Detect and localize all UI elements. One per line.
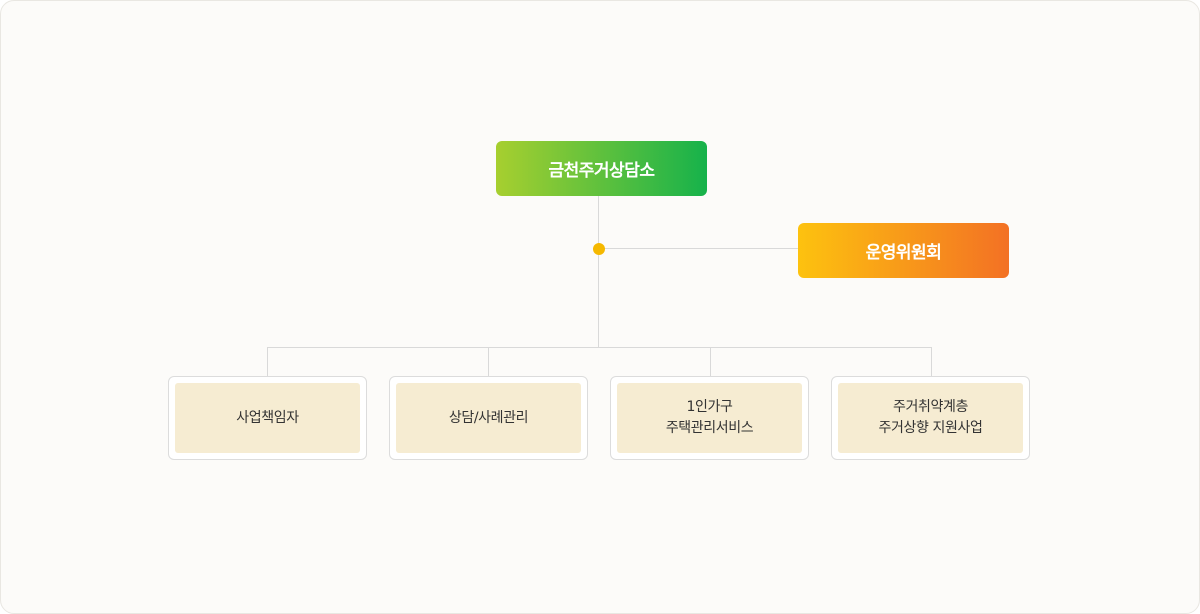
- connector-root-vertical: [598, 196, 599, 347]
- connector-departments-horizontal: [267, 347, 932, 348]
- connector-dept-2: [488, 347, 489, 376]
- department-4-label-line-1: 주거취약계층: [893, 399, 968, 415]
- department-node-2: 상담/사례관리: [389, 376, 588, 460]
- department-2-label: 상담/사례관리: [448, 409, 529, 426]
- department-3-label-line-2: 주택관리서비스: [665, 420, 754, 436]
- department-3-label-line-1: 1인가구: [686, 399, 733, 415]
- connector-dept-3: [710, 347, 711, 376]
- committee-node-label: 운영위원회: [865, 243, 942, 263]
- department-4-label-line-2: 주거상향 지원사업: [878, 420, 983, 436]
- root-node-label: 금천주거상담소: [548, 161, 655, 181]
- connector-dept-1: [267, 347, 268, 376]
- connector-dept-4: [931, 347, 932, 376]
- committee-node: 운영위원회: [798, 223, 1009, 278]
- root-node: 금천주거상담소: [496, 141, 707, 196]
- department-node-4: 주거취약계층 주거상향 지원사업: [831, 376, 1030, 460]
- department-1-label: 사업책임자: [236, 409, 299, 426]
- junction-dot: [593, 243, 605, 255]
- connector-committee-horizontal: [599, 248, 798, 249]
- department-node-3: 1인가구 주택관리서비스: [610, 376, 809, 460]
- department-node-1: 사업책임자: [168, 376, 367, 460]
